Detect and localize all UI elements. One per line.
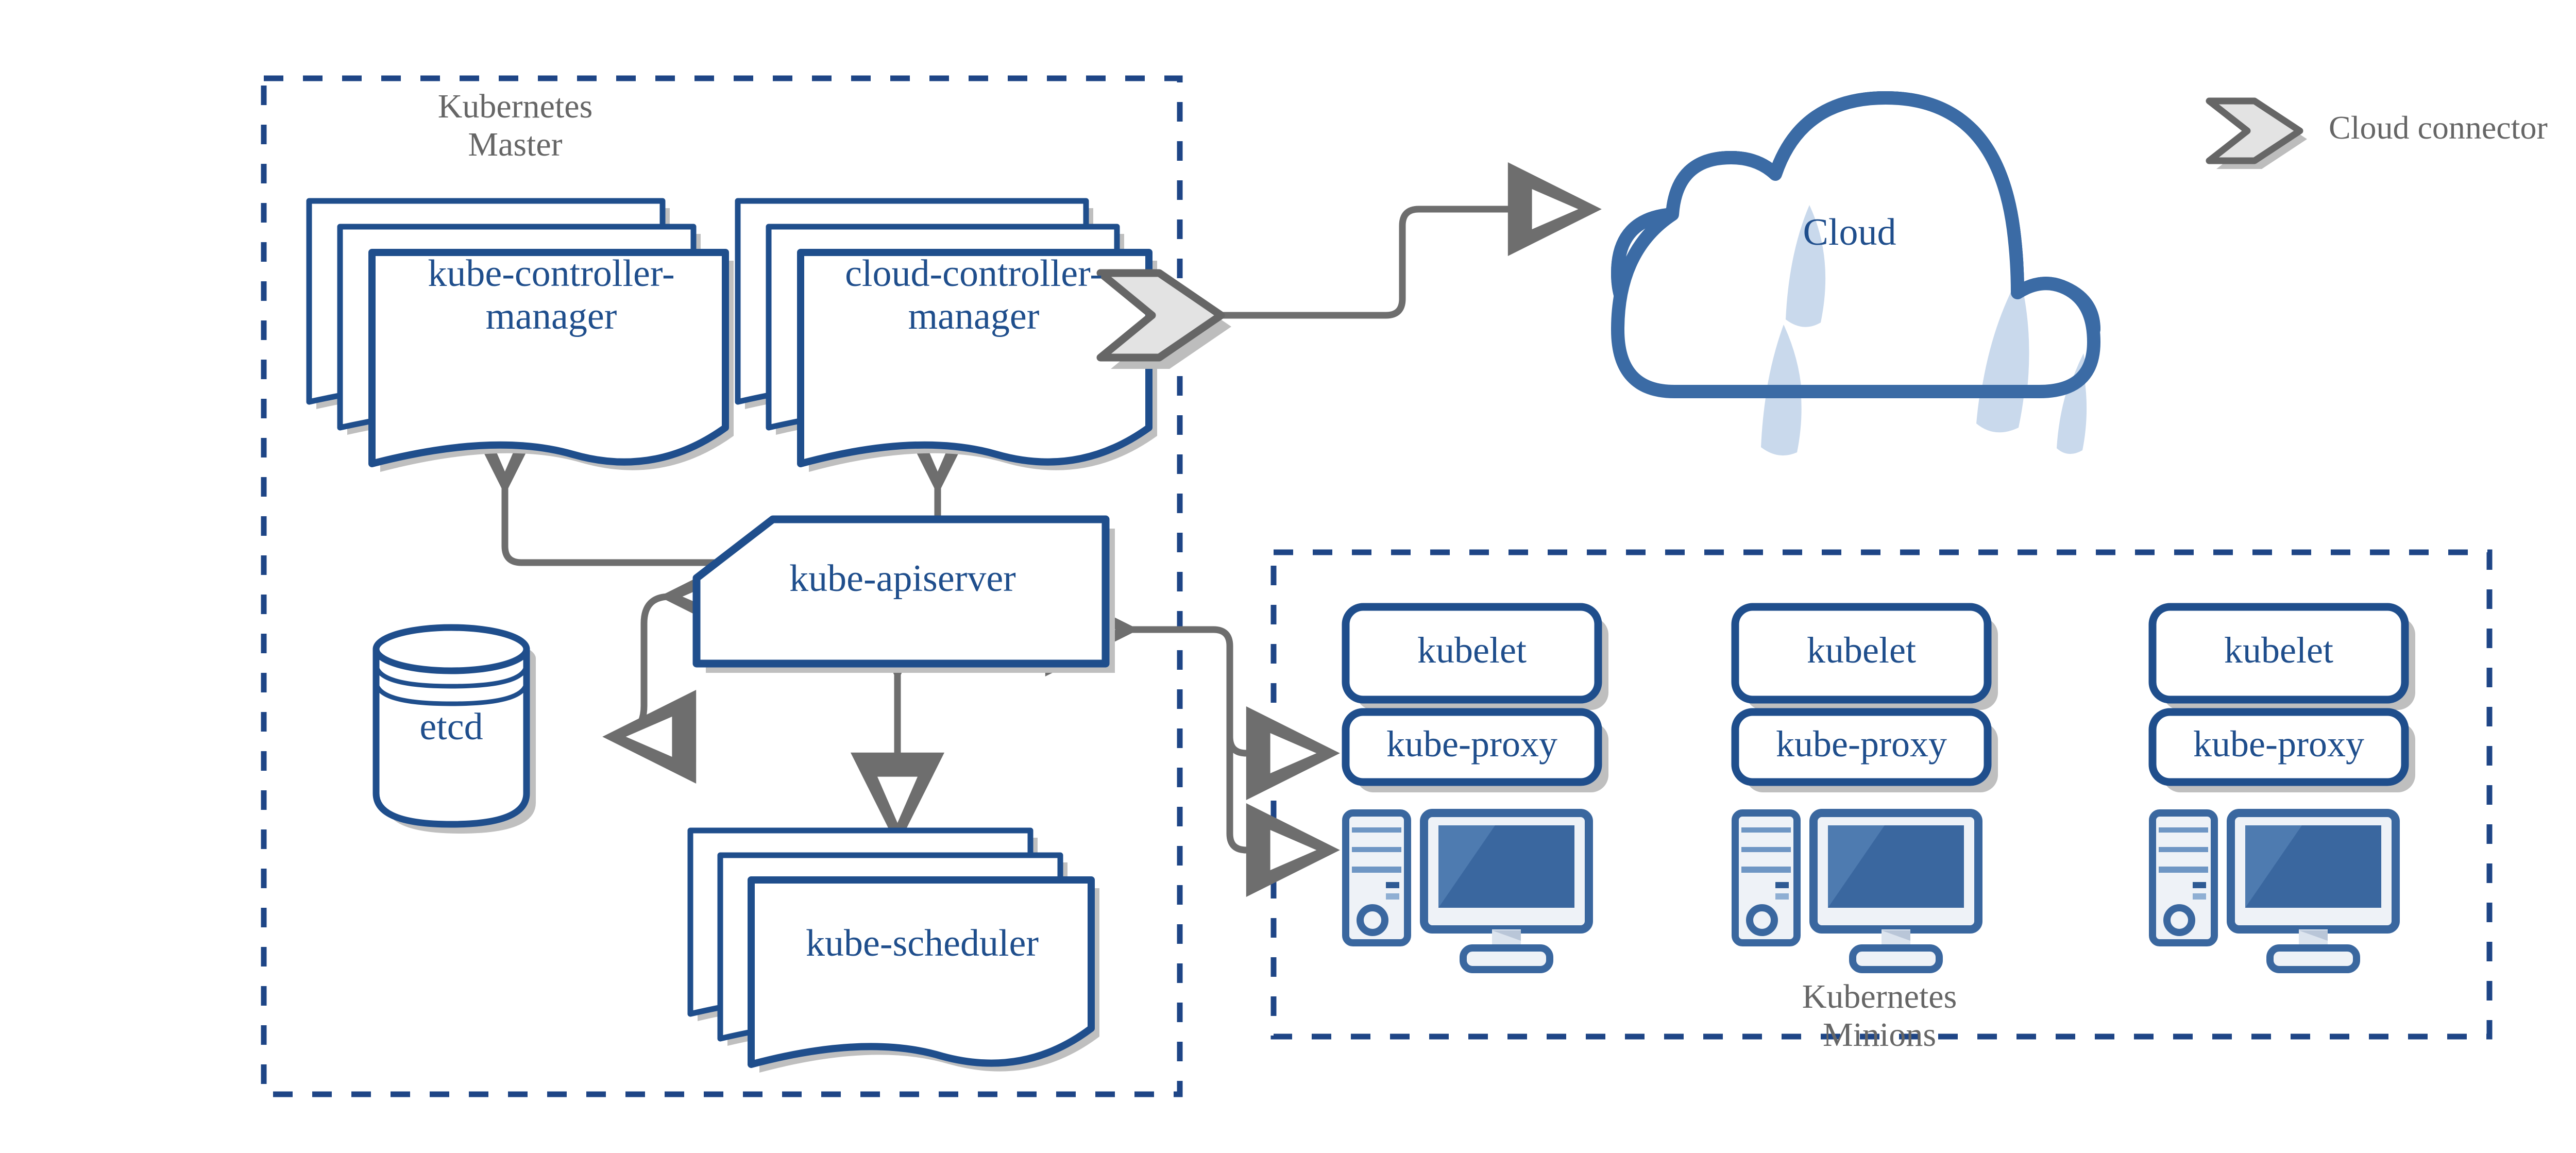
- minion-node-3[interactable]: [2148, 603, 2415, 973]
- kube-proxy-box-2[interactable]: [1731, 708, 1992, 786]
- minion-node-1[interactable]: [1342, 603, 1608, 973]
- computer-icon-3: [2149, 809, 2400, 973]
- kubelet-box-1[interactable]: [1342, 603, 1602, 704]
- kube-proxy-box-1[interactable]: [1342, 708, 1602, 786]
- legend-cloud-connector-icon: [2206, 97, 2307, 169]
- group-box-kubernetes-minions: [1270, 549, 2493, 1040]
- computer-icon-2: [1732, 809, 1982, 973]
- node-cloud-controller-manager[interactable]: [735, 198, 1157, 472]
- kubelet-box-3[interactable]: [2148, 603, 2409, 704]
- minion-node-2[interactable]: [1731, 603, 1998, 973]
- node-etcd[interactable]: [372, 624, 536, 834]
- arrow-apiserver-to-kube-proxy: [1226, 733, 1340, 897]
- arrow-apiserver-to-kubelet: [1045, 583, 1340, 800]
- cloud-shape: [1611, 91, 2100, 398]
- node-kube-controller-manager[interactable]: [306, 198, 734, 472]
- arrow-cloud-connector-to-cloud: [1162, 162, 1602, 319]
- node-kube-apiserver[interactable]: [692, 515, 1115, 673]
- node-kube-scheduler[interactable]: [687, 827, 1099, 1073]
- arrow-apiserver-to-etcd: [602, 549, 753, 784]
- kube-proxy-box-3[interactable]: [2148, 708, 2409, 786]
- computer-icon-1: [1342, 809, 1593, 973]
- cloud-connector-icon[interactable]: [1096, 269, 1231, 369]
- kubelet-box-2[interactable]: [1731, 603, 1992, 704]
